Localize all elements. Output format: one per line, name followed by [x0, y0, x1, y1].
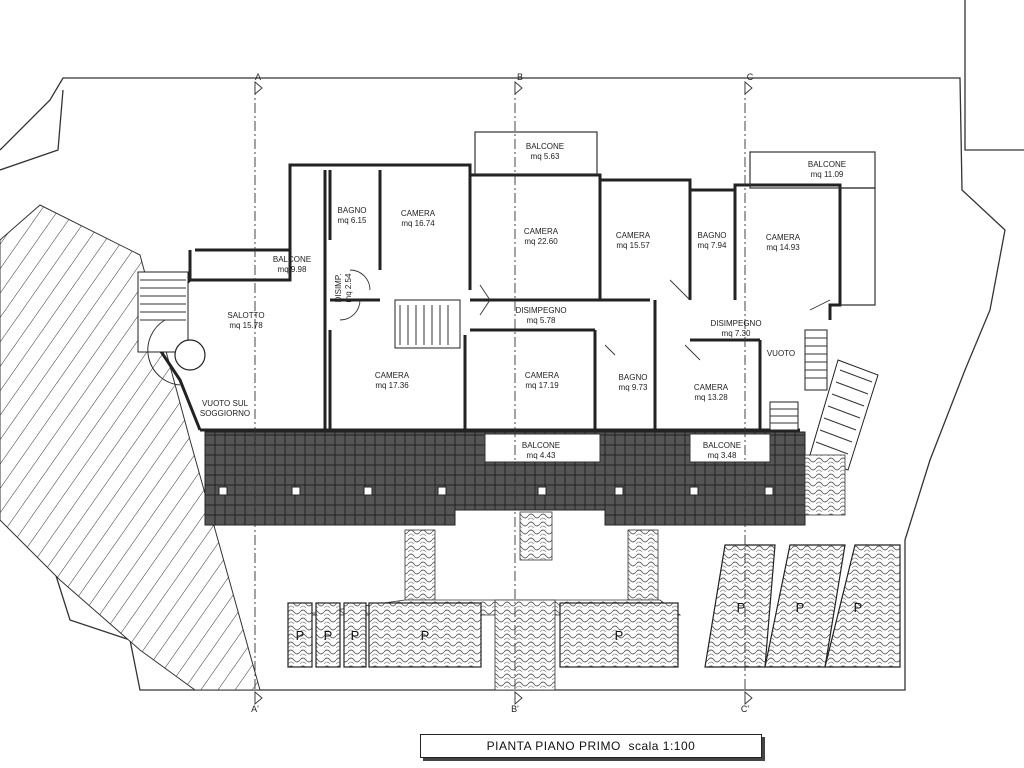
room-camera-3-name: CAMERA [616, 231, 651, 240]
section-c-top: C [747, 72, 754, 82]
room-disimp-small-area: mq 2.54 [344, 273, 353, 302]
balcone-top-name: BALCONE [526, 142, 564, 151]
plan-title-text: PIANTA PIANO PRIMO [486, 739, 621, 753]
balcone-bottom-1-area: mq 4.43 [527, 451, 556, 460]
room-bagno-2-name: BAGNO [698, 231, 727, 240]
parking-label: P [351, 628, 360, 643]
room-disimp-small-name: DISIMP. [334, 274, 343, 303]
room-bagno-3-area: mq 9.73 [619, 383, 648, 392]
plan-scale-text: scala 1:100 [628, 739, 696, 753]
room-camera-5-area: mq 17.36 [375, 381, 409, 390]
section-a-bottom: A' [251, 704, 259, 714]
parking-label: P [737, 600, 746, 615]
room-camera-7-area: mq 13.28 [694, 393, 728, 402]
room-camera-4-area: mq 14.93 [766, 243, 800, 252]
parking-label: P [421, 628, 430, 643]
room-bagno-2-area: mq 7.94 [698, 241, 727, 250]
balcone-left-area: mq 9.98 [278, 265, 307, 274]
vuoto-label: VUOTO [767, 349, 795, 358]
section-lines [254, 85, 746, 700]
parking-label: P [296, 628, 305, 643]
staircases [137, 271, 879, 471]
room-salotto-area: mq 15.78 [229, 321, 263, 330]
parking-label: P [615, 628, 624, 643]
room-disimpegno-1-name: DISIMPEGNO [515, 306, 566, 315]
room-disimpegno-2-area: mq 7.30 [722, 329, 751, 338]
room-camera-2-area: mq 22.60 [524, 237, 558, 246]
room-camera-7-name: CAMERA [694, 383, 729, 392]
room-camera-2-name: CAMERA [524, 227, 559, 236]
balconies-top [474, 131, 876, 306]
room-camera-6-name: CAMERA [525, 371, 560, 380]
building-walls [148, 163, 842, 432]
room-camera-5-name: CAMERA [375, 371, 410, 380]
salotto-curve [174, 339, 206, 371]
balcone-bottom-2-area: mq 3.48 [708, 451, 737, 460]
room-bagno-3-name: BAGNO [619, 373, 648, 382]
balcone-topright-name: BALCONE [808, 160, 846, 169]
balcone-top-area: mq 5.63 [531, 152, 560, 161]
room-camera-6-area: mq 17.19 [525, 381, 559, 390]
section-b-top: B [517, 72, 523, 82]
parking-labels: P P P P P P P P [296, 600, 863, 643]
section-c-bottom: C' [741, 704, 749, 714]
parking-label: P [854, 600, 863, 615]
room-camera-4-name: CAMERA [766, 233, 801, 242]
section-markers [254, 81, 753, 705]
balcone-bottom-2-name: BALCONE [703, 441, 741, 450]
balcone-left-name: BALCONE [273, 255, 311, 264]
lot-boundary [0, 0, 1024, 691]
section-b-bottom: B' [511, 704, 519, 714]
vuoto-soggiorno-line1: VUOTO SUL [202, 399, 249, 408]
room-disimpegno-2-name: DISIMPEGNO [710, 319, 761, 328]
room-salotto-name: SALOTTO [227, 311, 264, 320]
room-disimpegno-1-area: mq 5.78 [527, 316, 556, 325]
room-bagno-1-area: mq 6.15 [338, 216, 367, 225]
room-labels: BAGNO mq 6.15 CAMERA mq 16.74 CAMERA mq … [200, 142, 846, 460]
door-swings [339, 269, 831, 361]
left-parking-strip [0, 204, 261, 691]
section-a-top: A [255, 72, 261, 82]
vuoto-soggiorno-line2: SOGGIORNO [200, 409, 250, 418]
tiled-terrace [204, 431, 806, 526]
room-camera-1-name: CAMERA [401, 209, 436, 218]
room-bagno-1-name: BAGNO [338, 206, 367, 215]
parking-label: P [324, 628, 333, 643]
parking-bays [287, 544, 901, 668]
parking-label: P [796, 600, 805, 615]
balcone-bottom-1-name: BALCONE [522, 441, 560, 450]
room-camera-3-area: mq 15.57 [616, 241, 650, 250]
balcone-topright-area: mq 11.09 [811, 170, 844, 179]
room-camera-1-area: mq 16.74 [401, 219, 435, 228]
plan-title: PIANTA PIANO PRIMO scala 1:100 [420, 734, 762, 758]
